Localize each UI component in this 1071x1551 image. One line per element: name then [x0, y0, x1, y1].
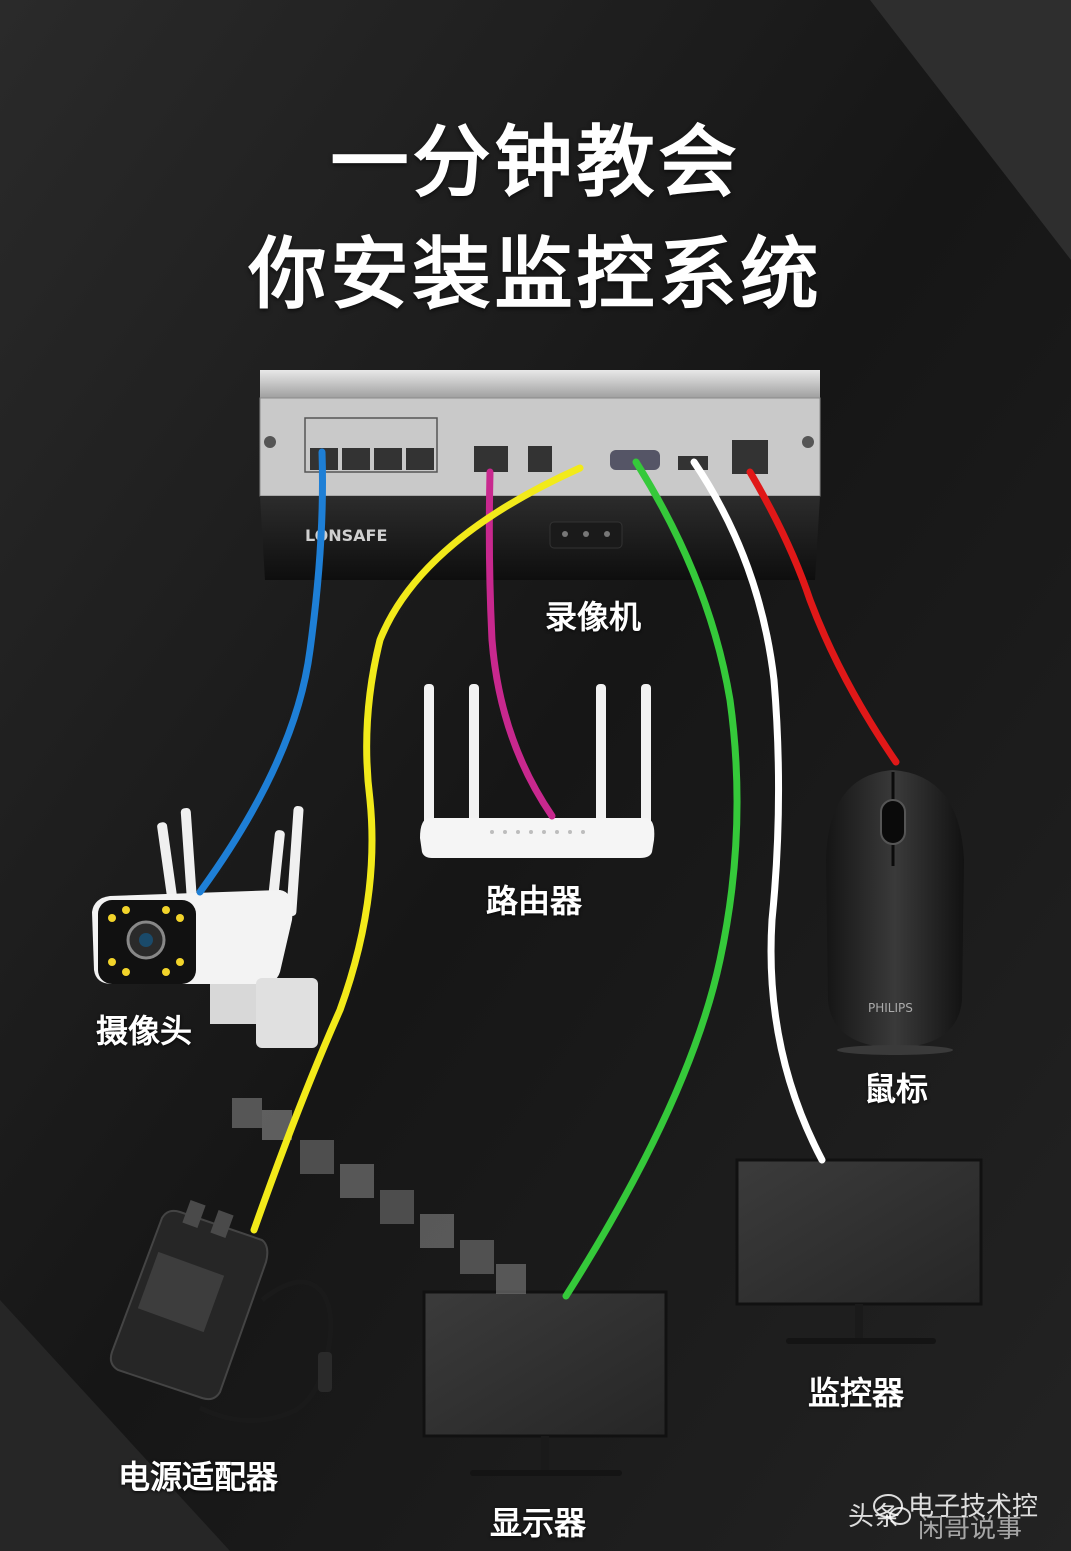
watermark-line1: 电子技术控 — [908, 1492, 1039, 1522]
adapter-label: 电源适配器 — [118, 1458, 279, 1496]
power-cable — [250, 464, 584, 1234]
monitor — [735, 1158, 983, 1344]
watermark-line2: 闲哥说事 — [918, 1514, 1023, 1544]
title-line-1: 一分钟教会 — [330, 118, 741, 208]
monitor-label: 监控器 — [808, 1374, 905, 1412]
camera-cable — [196, 448, 326, 896]
display-cable — [562, 458, 741, 1300]
mouse-cable — [746, 468, 900, 766]
background-facet — [0, 1300, 230, 1551]
pixelated-blur — [232, 1098, 526, 1294]
camera — [92, 806, 318, 1048]
usb-ports — [732, 440, 768, 474]
power-adapter — [109, 1199, 334, 1423]
title-line-2: 你安装监控系统 — [248, 230, 823, 320]
router-label: 路由器 — [486, 882, 583, 920]
camera-label: 摄像头 — [96, 1012, 193, 1050]
display-label: 显示器 — [490, 1504, 587, 1542]
router — [420, 684, 655, 858]
mouse-label: 鼠标 — [864, 1070, 929, 1108]
mouse: PHILIPS — [826, 770, 964, 1055]
nvr-label: 录像机 — [545, 598, 642, 636]
nvr: LONSAFE — [259, 370, 821, 580]
monitor-cable — [690, 458, 826, 1164]
watermark-left: 头条 — [848, 1502, 901, 1532]
wechat-icon — [873, 1494, 911, 1525]
dc-input-port — [528, 446, 552, 472]
poe-ports — [304, 417, 438, 473]
background-facet — [870, 0, 1071, 260]
lan-port — [474, 446, 508, 472]
nvr-brand: LONSAFE — [305, 526, 387, 545]
router-cable — [485, 468, 556, 820]
mouse-brand: PHILIPS — [868, 1001, 913, 1015]
display — [422, 1290, 668, 1476]
